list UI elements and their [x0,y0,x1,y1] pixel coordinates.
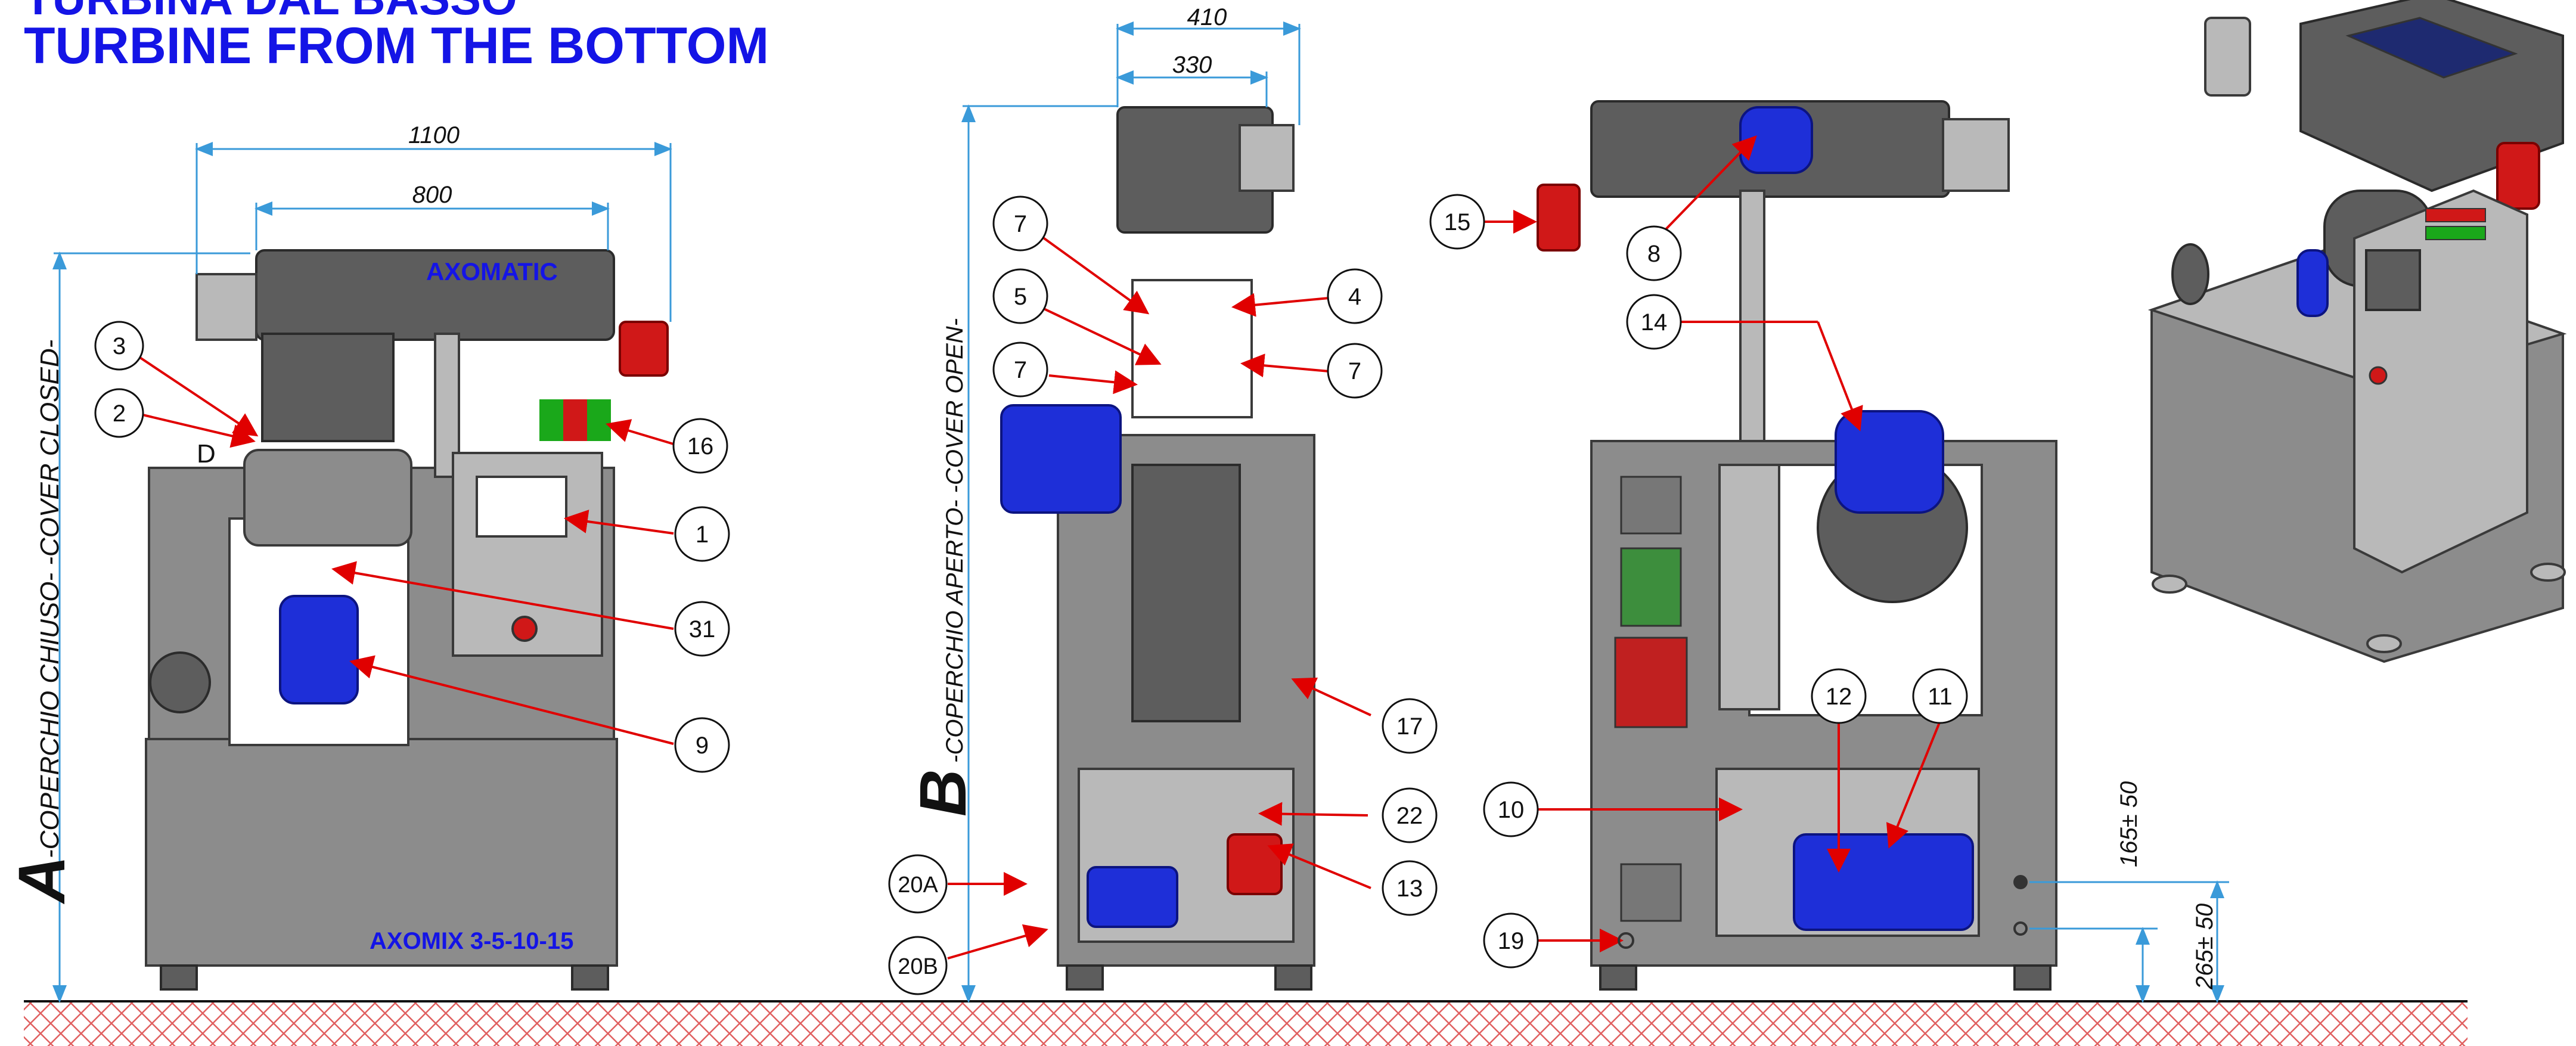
dim-c-165: 165± 50 [2116,781,2142,867]
dim-b-410: 410 [1187,4,1227,30]
callout-a-3: 3 [94,321,144,371]
svg-text:3: 3 [113,333,126,359]
callout-c-11: 11 [1912,668,1968,724]
callout-b-20b: 20B [888,936,948,995]
callout-b-17: 17 [1382,698,1438,754]
callout-b-5: 5 [992,268,1048,324]
callout-a-2: 2 [94,388,144,438]
brand-axomix: AXOMIX 3-5-10-15 [370,928,573,954]
svg-text:22: 22 [1396,803,1423,829]
view-c-leaders [1484,135,1941,952]
section-marker-d: D [197,439,216,468]
callout-c-10: 10 [1483,781,1539,837]
svg-text:12: 12 [1826,684,1852,710]
callout-b-7-right: 7 [1327,343,1383,399]
dim-c-265: 265± 50 [2192,904,2218,990]
title-english: TURBINE FROM THE BOTTOM [24,17,769,75]
callout-b-22: 22 [1382,787,1438,843]
view-b-letter: B [907,769,980,817]
title-italian: TURBINA DAL BASSO [24,0,517,26]
view-a-caption: -COPERCHIO CHIUSO- -COVER CLOSED- [35,340,64,858]
dim-a-1100: 1100 [408,122,460,148]
svg-text:19: 19 [1498,928,1525,954]
view-b-leaders [947,234,1371,960]
view-b-dimensions [961,21,1301,1003]
svg-text:4: 4 [1348,284,1361,310]
isometric-view [2147,0,2567,663]
callout-c-12: 12 [1811,668,1867,724]
dim-b-330: 330 [1172,52,1212,78]
svg-text:1: 1 [696,522,709,548]
callout-c-8: 8 [1626,225,1682,281]
svg-text:31: 31 [689,616,716,643]
callout-b-13: 13 [1382,860,1438,916]
brand-axomatic: AXOMATIC [426,257,558,285]
svg-text:9: 9 [696,732,709,759]
svg-text:15: 15 [1444,209,1471,235]
svg-text:7: 7 [1348,358,1361,384]
callout-c-15: 15 [1429,194,1485,250]
callout-c-19: 19 [1483,912,1539,969]
svg-text:8: 8 [1647,241,1661,267]
svg-text:17: 17 [1396,713,1423,740]
svg-text:16: 16 [687,433,714,460]
callout-a-16: 16 [672,418,728,474]
svg-text:7: 7 [1014,211,1027,237]
dim-a-800: 800 [412,182,452,208]
svg-text:20B: 20B [898,954,938,979]
view-a-dimensions [52,142,672,1003]
callout-a-1: 1 [674,506,730,562]
view-b-caption: -COPERCHIO APERTO- -COVER OPEN- [942,318,968,763]
view-c-dimensions [2013,875,2229,1003]
view-b-machine [1000,106,1315,991]
svg-text:7: 7 [1014,357,1027,383]
svg-text:13: 13 [1396,876,1423,902]
svg-text:2: 2 [113,401,126,427]
callout-c-14: 14 [1626,294,1682,350]
svg-text:5: 5 [1014,284,1027,310]
svg-text:14: 14 [1641,309,1668,336]
view-c-machine [1537,100,2057,991]
svg-text:20A: 20A [898,873,938,898]
callout-a-31: 31 [674,601,730,657]
callout-b-4: 4 [1327,268,1383,324]
view-a-machine [145,249,669,991]
svg-text:10: 10 [1498,797,1525,823]
svg-text:11: 11 [1928,684,1953,710]
view-a-leaders [139,356,674,745]
callout-b-7-upper: 7 [992,195,1048,252]
view-a-letter: A [5,856,79,905]
floor-hatch [24,1000,2468,1046]
callout-b-7-left: 7 [992,342,1048,398]
callout-a-9: 9 [674,717,730,773]
callout-b-20a: 20A [888,854,948,914]
